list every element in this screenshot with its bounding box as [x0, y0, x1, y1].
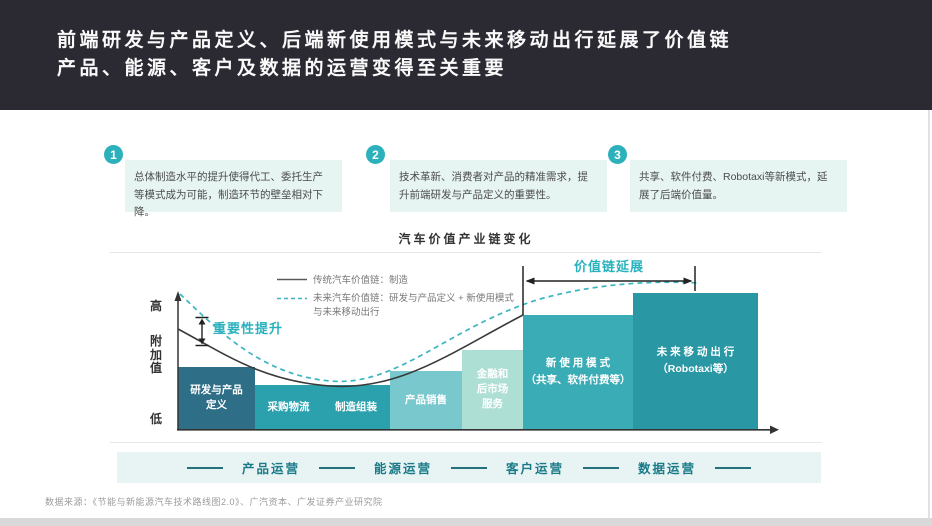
- y-axis-low-label: 低: [150, 412, 163, 426]
- bar-product-sales: 产品销售: [390, 371, 462, 429]
- importance-rise-label: 重要性提升: [213, 321, 284, 336]
- y-axis-high-label: 高: [150, 299, 163, 313]
- chart-bottom-divider: [110, 442, 822, 443]
- bar-procurement-logistics: 采购物流: [255, 385, 322, 429]
- importance-rise-arrow: [195, 316, 209, 347]
- callout-3-number-badge: 3: [608, 145, 627, 164]
- chart-title: 汽车价值产业链变化: [398, 232, 534, 246]
- bar-label: 采购物流: [267, 400, 310, 413]
- divider-line: [451, 466, 487, 469]
- bar-finance-aftermarket: 金融和 后市场 服务: [462, 350, 523, 429]
- divider-line: [715, 466, 752, 469]
- bar-manufacturing-assembly: 制造组装: [322, 385, 390, 429]
- page-title-line-1: 前端研发与产品定义、后端新使用模式与未来移动出行延展了价值链: [57, 30, 733, 51]
- callout-2-text: 技术革新、消费者对产品的精准需求，提升前端研发与产品定义的重要性。: [390, 160, 607, 212]
- divider-line: [318, 466, 355, 469]
- strip-item-product-ops: 产品运营: [241, 462, 300, 476]
- bottom-edge-bar: [0, 518, 932, 526]
- value-chain-extension-label: 价值链延展: [573, 259, 644, 274]
- bar-label: 未 来 移 动 出 行 （Robotaxi等）: [656, 346, 735, 375]
- strip-item-energy-ops: 能源运营: [373, 462, 432, 476]
- legend-traditional-label: 传统汽车价值链：制造: [313, 275, 409, 286]
- strip-item-data-ops: 数据运营: [638, 462, 697, 476]
- bar-new-usage-models: 新 使 用 模 式 （共享、软件付费等）: [523, 315, 633, 429]
- callout-3-text: 共享、软件付费、Robotaxi等新模式，延展了后端价值量。: [630, 160, 847, 212]
- bar-label: 金融和 后市场 服务: [476, 368, 509, 410]
- bar-label: 产品销售: [405, 393, 447, 406]
- bar-rd-product-definition: 研发与产品 定义: [178, 367, 255, 429]
- bar-label: 研发与产品 定义: [190, 384, 243, 411]
- bar-label: 制造组装: [335, 400, 377, 413]
- y-axis-title: 附加值: [150, 334, 163, 375]
- callout-2-number-badge: 2: [366, 145, 385, 164]
- legend-future-label: 未来汽车价值链：研发与产品定义 + 新使用模式 与未来移动出行: [313, 293, 514, 318]
- chart-top-divider: [110, 252, 822, 253]
- header-bar: 前端研发与产品定义、后端新使用模式与未来移动出行延展了价值链 产品、能源、客户及…: [0, 0, 932, 110]
- bar-label: 新 使 用 模 式 （共享、软件付费等）: [525, 357, 631, 386]
- operations-strip: 产品运营 能源运营 客户运营 数据运营: [117, 452, 821, 483]
- strip-item-customer-ops: 客户运营: [506, 462, 565, 476]
- page-title: 前端研发与产品定义、后端新使用模式与未来移动出行延展了价值链 产品、能源、客户及…: [57, 27, 732, 82]
- page-title-line-2: 产品、能源、客户及数据的运营变得至关重要: [57, 57, 508, 79]
- right-edge-line: [928, 110, 930, 518]
- divider-line: [186, 466, 223, 469]
- callout-1-text: 总体制造水平的提升使得代工、委托生产等模式成为可能，制造环节的壁垒相对下降。: [125, 160, 342, 218]
- bar-future-mobility: 未 来 移 动 出 行 （Robotaxi等）: [633, 293, 758, 429]
- callout-1-number-badge: 1: [104, 145, 123, 164]
- data-source-note: 数据来源：《节能与新能源汽车技术路线图2.0》、广汽资本、广发证券产业研究院: [45, 497, 383, 507]
- divider-line: [583, 466, 620, 469]
